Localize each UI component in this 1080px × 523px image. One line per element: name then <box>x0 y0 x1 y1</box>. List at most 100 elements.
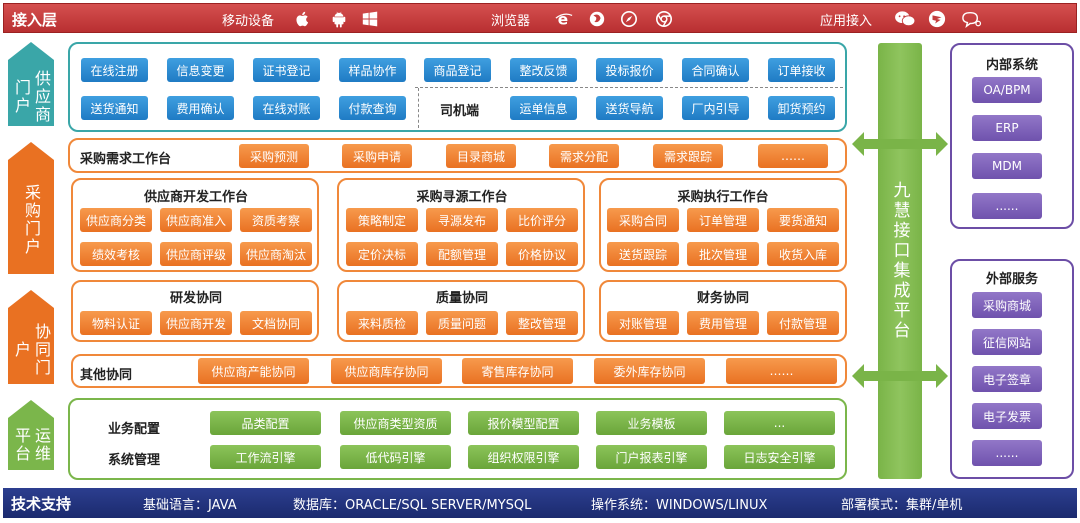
quality-btn-3[interactable]: 整改管理 <box>506 311 578 335</box>
side-arrows <box>8 42 54 470</box>
supplier-btn-8[interactable]: 合同确认 <box>682 58 749 82</box>
wechat-icon <box>893 10 917 28</box>
access-layer-bar: 接入层 移动设备 浏览器 e 应用接入 <box>3 3 1077 33</box>
demand-btn-2[interactable]: 采购申请 <box>342 144 412 168</box>
driver-btn-4[interactable]: 卸货预约 <box>768 96 835 120</box>
demand-btn-3[interactable]: 目录商城 <box>446 144 516 168</box>
execution-btn-2[interactable]: 订单管理 <box>687 208 759 232</box>
finance-btn-3[interactable]: 付款管理 <box>767 311 839 335</box>
sourcing-btn-4[interactable]: 定价决标 <box>346 242 418 266</box>
supplier-btn-row2-1[interactable]: 送货通知 <box>81 96 148 120</box>
svg-text:e: e <box>558 10 568 28</box>
ops-engine-btn-1[interactable]: 工作流引擎 <box>210 445 321 469</box>
driver-title: 司机端 <box>440 104 480 119</box>
ops-engine-btn-5[interactable]: 日志安全引擎 <box>724 445 835 469</box>
tech-deploy: 部署模式：集群/单机 <box>841 498 963 513</box>
internal-system-btn-1[interactable]: OA/BPM <box>972 77 1042 103</box>
quality-btn-2[interactable]: 质量问题 <box>426 311 498 335</box>
supplier-btn-row2-2[interactable]: 费用确认 <box>167 96 234 120</box>
external-services-title: 外部服务 <box>985 272 1038 287</box>
apple-icon <box>294 10 312 28</box>
execution-btn-1[interactable]: 采购合同 <box>607 208 679 232</box>
safari-icon <box>620 10 638 28</box>
driver-btn-1[interactable]: 运单信息 <box>510 96 577 120</box>
supplier-dev-btn-2[interactable]: 供应商准入 <box>160 208 232 232</box>
sys-mgmt-title: 系统管理 <box>108 453 161 468</box>
rd-btn-1[interactable]: 物料认证 <box>80 311 152 335</box>
ops-config-btn-4[interactable]: 业务模板 <box>596 411 707 435</box>
supplier-dev-btn-1[interactable]: 供应商分类 <box>80 208 152 232</box>
other-btn-2[interactable]: 供应商库存协同 <box>331 358 442 384</box>
finance-btn-2[interactable]: 费用管理 <box>687 311 759 335</box>
internal-systems-title: 内部系统 <box>985 58 1038 73</box>
ops-config-btn-5[interactable]: ... <box>724 411 835 435</box>
ops-config-btn-3[interactable]: 报价模型配置 <box>468 411 579 435</box>
execution-btn-5[interactable]: 批次管理 <box>687 242 759 266</box>
sourcing-btn-6[interactable]: 价格协议 <box>506 242 578 266</box>
rd-btn-3[interactable]: 文档协同 <box>240 311 312 335</box>
supplier-btn-row2-3[interactable]: 在线对账 <box>253 96 320 120</box>
ops-panel <box>68 398 847 480</box>
execution-btn-4[interactable]: 送货跟踪 <box>607 242 679 266</box>
ops-config-btn-1[interactable]: 品类配置 <box>210 411 321 435</box>
biz-config-title: 业务配置 <box>108 422 161 437</box>
other-btn-4[interactable]: 委外库存协同 <box>594 358 705 384</box>
demand-btn-5[interactable]: 需求跟踪 <box>653 144 723 168</box>
supplier-dev-btn-4[interactable]: 绩效考核 <box>80 242 152 266</box>
external-service-btn-4[interactable]: 电子发票 <box>972 403 1042 429</box>
tech-support-title: 技术支持 <box>11 495 72 513</box>
internal-system-btn-4[interactable]: ...... <box>972 193 1042 219</box>
supplier-btn-1[interactable]: 在线注册 <box>81 58 148 82</box>
sourcing-btn-1[interactable]: 策略制定 <box>346 208 418 232</box>
external-service-btn-5[interactable]: ...... <box>972 440 1042 466</box>
ops-engine-btn-4[interactable]: 门户报表引擎 <box>596 445 707 469</box>
access-layer-title: 接入层 <box>12 11 58 29</box>
external-service-btn-3[interactable]: 电子签章 <box>972 366 1042 392</box>
demand-btn-1[interactable]: 采购预测 <box>239 144 309 168</box>
external-service-btn-2[interactable]: 征信网站 <box>972 329 1042 355</box>
execution-btn-6[interactable]: 收货入库 <box>767 242 839 266</box>
supplier-portal-label: 供应商门户 <box>12 70 51 124</box>
driver-divider-left <box>418 88 419 128</box>
sourcing-btn-5[interactable]: 配额管理 <box>426 242 498 266</box>
supplier-dev-btn-3[interactable]: 资质考察 <box>240 208 312 232</box>
ops-engine-btn-3[interactable]: 组织权限引擎 <box>468 445 579 469</box>
supplier-btn-row2-4[interactable]: 付款查询 <box>339 96 406 120</box>
demand-btn-4[interactable]: 需求分配 <box>549 144 619 168</box>
driver-btn-3[interactable]: 厂内引导 <box>682 96 749 120</box>
supplier-dev-title: 供应商开发工作台 <box>143 190 248 205</box>
tech-support-bar: 技术支持 基础语言：JAVA 数据库：ORACLE/SQL SERVER/MYS… <box>3 488 1077 518</box>
execution-btn-3[interactable]: 要货通知 <box>767 208 839 232</box>
supplier-btn-5[interactable]: 商品登记 <box>424 58 491 82</box>
sourcing-btn-2[interactable]: 寻源发布 <box>426 208 498 232</box>
internal-system-btn-3[interactable]: MDM <box>972 153 1042 179</box>
supplier-dev-btn-6[interactable]: 供应商淘汰 <box>240 242 312 266</box>
supplier-dev-btn-5[interactable]: 供应商评级 <box>160 242 232 266</box>
other-btn-5[interactable]: …… <box>726 358 837 384</box>
driver-btn-2[interactable]: 送货导航 <box>596 96 663 120</box>
supplier-btn-9[interactable]: 订单接收 <box>768 58 835 82</box>
supplier-btn-4[interactable]: 样品协作 <box>339 58 406 82</box>
dingtalk-icon <box>928 10 946 28</box>
rd-title: 研发协同 <box>169 291 222 306</box>
supplier-btn-2[interactable]: 信息变更 <box>167 58 234 82</box>
other-btn-1[interactable]: 供应商产能协同 <box>198 358 309 384</box>
demand-btn-6[interactable]: …… <box>758 144 828 168</box>
firefox-icon <box>588 10 606 28</box>
finance-btn-1[interactable]: 对账管理 <box>607 311 679 335</box>
collab-portal-label: 协同门户 <box>12 323 51 377</box>
supplier-btn-3[interactable]: 证书登记 <box>253 58 320 82</box>
external-service-btn-1[interactable]: 采购商城 <box>972 292 1042 318</box>
sourcing-btn-3[interactable]: 比价评分 <box>506 208 578 232</box>
mobile-devices-label: 移动设备 <box>222 14 275 29</box>
other-collab-title: 其他协同 <box>80 368 133 383</box>
other-btn-3[interactable]: 寄售库存协同 <box>462 358 573 384</box>
ops-engine-btn-2[interactable]: 低代码引擎 <box>340 445 451 469</box>
quality-btn-1[interactable]: 来料质检 <box>346 311 418 335</box>
android-icon <box>330 10 348 28</box>
internal-system-btn-2[interactable]: ERP <box>972 115 1042 141</box>
rd-btn-2[interactable]: 供应商开发 <box>160 311 232 335</box>
supplier-btn-7[interactable]: 投标报价 <box>596 58 663 82</box>
ops-config-btn-2[interactable]: 供应商类型资质 <box>340 411 451 435</box>
supplier-btn-6[interactable]: 整改反馈 <box>510 58 577 82</box>
